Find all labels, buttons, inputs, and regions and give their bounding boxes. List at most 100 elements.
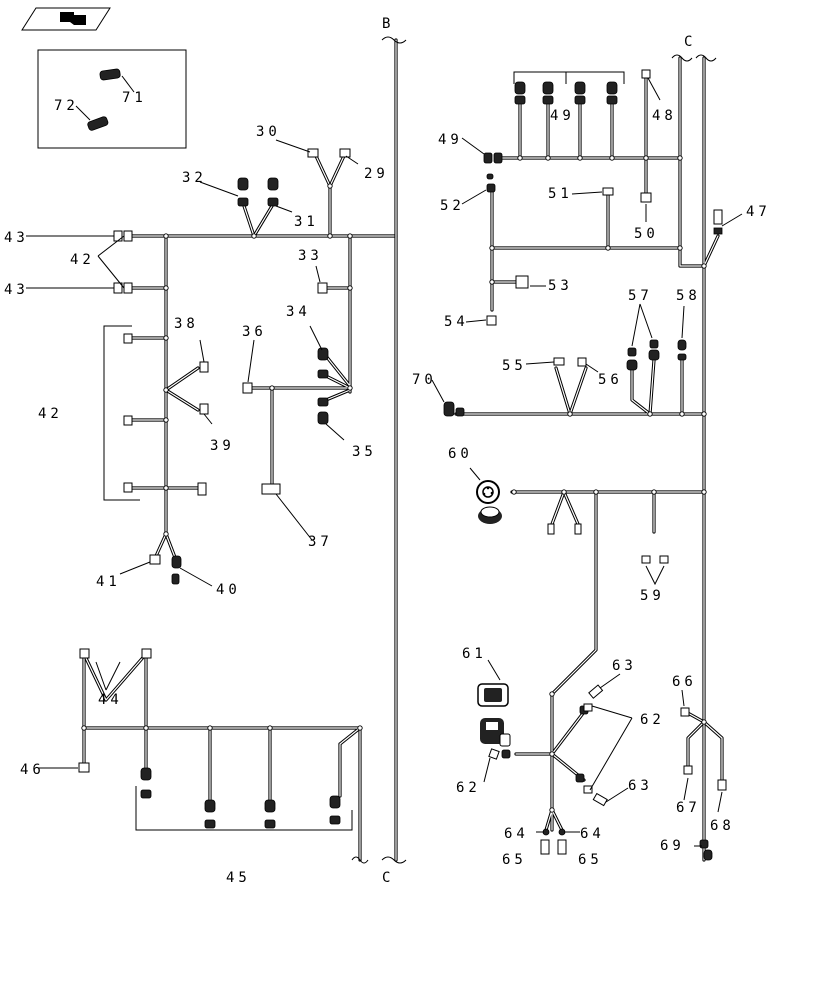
connector-61: [477, 683, 511, 747]
label-56: 56: [598, 372, 623, 388]
connector-42-2: [123, 415, 133, 426]
right-harness: [443, 54, 727, 862]
bracket-49: [513, 71, 625, 84]
label-62-right: 62: [640, 712, 665, 728]
label-68: 68: [710, 818, 735, 834]
label-35: 35: [352, 444, 377, 460]
connector-56: [577, 357, 587, 367]
connector-42-1: [123, 333, 133, 344]
label-29: 29: [364, 166, 389, 182]
label-64-left: 64: [504, 826, 529, 842]
connector-49-row: [514, 81, 618, 105]
connector-30: [307, 148, 319, 158]
connector-53: [515, 275, 529, 289]
label-65-left: 65: [502, 852, 527, 868]
label-34: 34: [286, 304, 311, 320]
connector-29: [339, 148, 351, 158]
label-62-left: 62: [456, 780, 481, 796]
connector-60: [476, 480, 502, 524]
connector-58: [677, 339, 687, 361]
label-37: 37: [308, 534, 333, 550]
connector-67: [683, 765, 693, 775]
connector-54: [486, 315, 497, 326]
connector-62-right: [583, 703, 593, 712]
connector-43-bottom: [113, 282, 133, 294]
label-32: 32: [182, 170, 207, 186]
label-47: 47: [746, 204, 771, 220]
main-trunk-b: [381, 36, 407, 864]
label-71: 71: [122, 90, 147, 106]
connector-44b: [141, 648, 152, 659]
lower-left-harness: [78, 648, 369, 864]
label-41: 41: [96, 574, 121, 590]
bracket-45: [135, 786, 353, 831]
connector-69: [699, 839, 713, 861]
label-72: 72: [54, 98, 79, 114]
label-42-side: 42: [38, 406, 63, 422]
connector-42-3a: [123, 482, 133, 493]
connector-66: [680, 707, 690, 717]
connector-55: [553, 357, 565, 366]
connector-48: [641, 69, 651, 79]
label-55: 55: [502, 358, 527, 374]
connector-45-4: [329, 795, 341, 825]
connector-60-pigtails: [547, 523, 582, 535]
label-53: 53: [548, 278, 573, 294]
label-63-bottom: 63: [628, 778, 653, 794]
break-c-top: C: [684, 34, 696, 50]
label-43-top: 43: [4, 230, 29, 246]
label-63-top: 63: [612, 658, 637, 674]
connector-71: [99, 68, 121, 81]
break-marks: B C C: [382, 16, 696, 886]
label-49-top: 49: [550, 108, 575, 124]
connector-62-left: [488, 748, 511, 760]
label-58: 58: [676, 288, 701, 304]
left-harness: [113, 148, 398, 585]
break-c-bottom-1: C: [382, 870, 394, 886]
connector-72: [87, 116, 109, 131]
label-57: 57: [628, 288, 653, 304]
connector-64-65: [540, 828, 567, 855]
label-43-bottom: 43: [4, 282, 29, 298]
detail-box: [37, 49, 187, 149]
label-52: 52: [440, 198, 465, 214]
label-54: 54: [444, 314, 469, 330]
splice-dots: [163, 183, 353, 537]
connector-70: [443, 401, 465, 417]
connector-59: [641, 555, 669, 564]
label-59: 59: [640, 588, 665, 604]
label-42-top: 42: [70, 252, 95, 268]
label-38: 38: [174, 316, 199, 332]
connector-32: [237, 177, 249, 207]
connector-33: [317, 282, 328, 294]
label-46: 46: [20, 762, 45, 778]
label-45: 45: [226, 870, 251, 886]
connector-43-top: [113, 230, 133, 242]
connector-47: [713, 209, 723, 235]
arrow-tag-icon: [21, 7, 111, 31]
connector-46: [78, 762, 90, 773]
break-b-top: B: [382, 16, 394, 32]
label-66: 66: [672, 674, 697, 690]
label-64-right: 64: [580, 826, 605, 842]
connector-39: [199, 403, 209, 415]
connector-45-2: [204, 799, 216, 829]
connector-63-bottom: [575, 773, 608, 807]
connector-40: [171, 555, 182, 585]
callout-labels: 71 72 30 29 32 31 43 42 43 33 38 36 34 4…: [4, 90, 771, 886]
label-48: 48: [652, 108, 677, 124]
connector-41: [149, 554, 161, 565]
connector-52: [486, 173, 496, 193]
label-30: 30: [256, 124, 281, 140]
label-70: 70: [412, 372, 437, 388]
connector-35: [317, 397, 329, 425]
connector-68: [717, 779, 727, 791]
label-44: 44: [98, 692, 123, 708]
label-39: 39: [210, 438, 235, 454]
connector-31: [267, 177, 279, 207]
connector-45-3: [264, 799, 276, 829]
label-67: 67: [676, 800, 701, 816]
connector-37: [261, 483, 281, 495]
